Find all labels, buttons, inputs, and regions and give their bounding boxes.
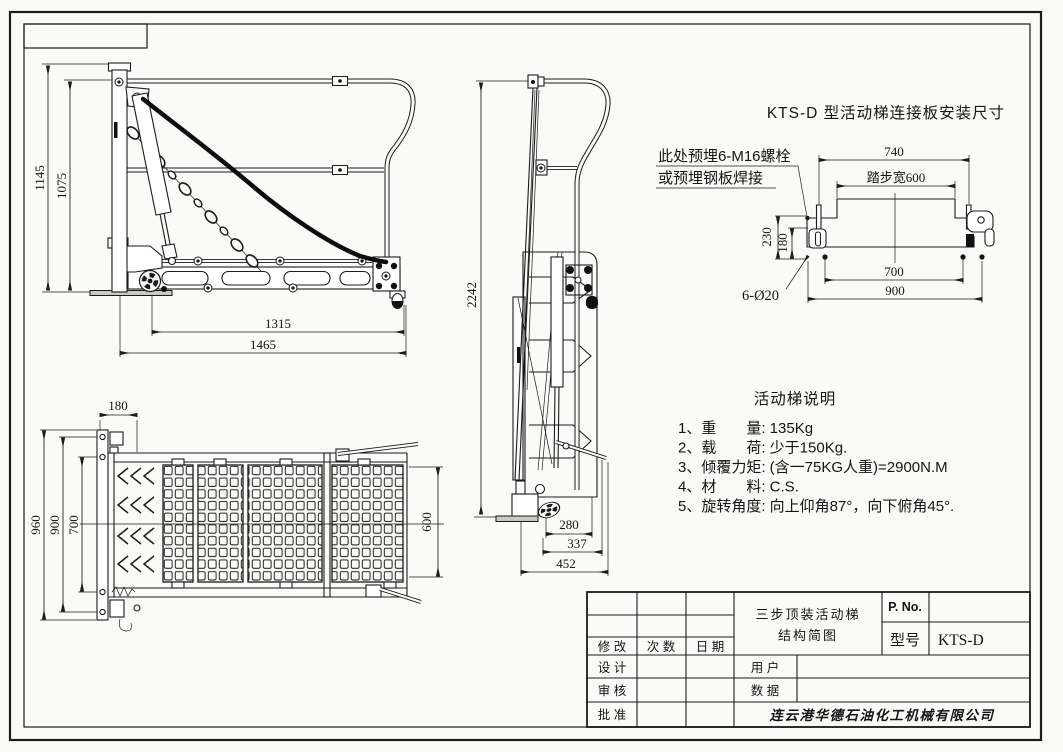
top-view-dimensions: 180 960 900 700 600 <box>28 398 443 621</box>
side-view-structure <box>89 62 416 310</box>
pno-label: P. No. <box>888 600 922 614</box>
spec-item-2: 2、载 荷: 少于150Kg. <box>678 440 847 457</box>
data-label: 数 据 <box>751 683 779 698</box>
folded-view-structure <box>495 74 611 522</box>
dim-280-text: 280 <box>559 517 579 532</box>
approve-label: 批 准 <box>598 707 626 722</box>
top-view: 180 960 900 700 600 <box>28 398 444 632</box>
step-panels <box>162 464 404 583</box>
user-label: 用 户 <box>751 660 779 675</box>
outer-border <box>8 10 1043 742</box>
dim-700-text: 700 <box>66 515 81 535</box>
dim-180-text: 180 <box>775 233 790 253</box>
date-label: 日 期 <box>696 640 724 654</box>
spec-item-5: 5、旋转角度: 向上仰角87°，向下俯角45°. <box>678 498 954 515</box>
drawing-title-line2: 结构简图 <box>778 628 838 643</box>
dim-337-text: 337 <box>567 536 587 551</box>
times-label: 次 数 <box>647 639 676 654</box>
dim-600-text: 600 <box>419 512 434 532</box>
side-view-dimensions: 1145 1075 1315 1465 <box>32 63 407 357</box>
spec-title: 活动梯说明 <box>754 390 837 408</box>
spec-item-3: 3、倾覆力矩: (含一75KG人重)=2900N.M <box>678 459 948 476</box>
gas-spring <box>125 86 178 266</box>
modify-label: 修 改 <box>598 639 627 654</box>
dim-step-width-text: 踏步宽600 <box>867 170 926 185</box>
note-line2: 或预埋钢板焊接 <box>658 169 763 187</box>
side-view: 1145 1075 1315 1465 <box>32 62 416 357</box>
spec-item-1: 1、重 量: 135Kg <box>678 420 813 437</box>
dim-2242-text: 2242 <box>464 282 479 308</box>
title-block: 修 改 次 数 日 期 设 计 审 核 批 准 三步顶装活动梯 结构简图 P. … <box>586 591 1031 728</box>
fold-mark-box <box>23 23 148 49</box>
dim-1465-text: 1465 <box>250 337 276 352</box>
dim-1075-text: 1075 <box>54 173 69 199</box>
dim-1315-text: 1315 <box>265 316 291 331</box>
inner-border <box>23 23 1031 728</box>
dim-900-text: 900 <box>47 515 62 535</box>
company-name: 连云港华德石油化工机械有限公司 <box>770 708 995 723</box>
folded-view: 2242 280 337 452 <box>464 74 611 576</box>
dim-452-text: 452 <box>556 556 576 571</box>
model-label: 型号 <box>890 632 920 649</box>
design-label: 设 计 <box>598 660 626 675</box>
top-view-structure <box>80 429 444 632</box>
dim-900b-text: 900 <box>885 283 905 298</box>
dim-230-text: 230 <box>759 227 774 247</box>
dim-1145-text: 1145 <box>32 165 47 191</box>
folded-view-dimensions: 2242 280 337 452 <box>464 80 609 576</box>
detail-title: KTS-D 型活动梯连接板安装尺寸 <box>767 104 1005 122</box>
spec-item-4: 4、材 料: C.S. <box>678 479 799 496</box>
plate-structure <box>806 193 995 263</box>
dim-960-text: 960 <box>28 515 43 535</box>
chevron-tread <box>117 467 155 573</box>
spec-notes: 活动梯说明 1、重 量: 135Kg 2、载 荷: 少于150Kg. 3、倾覆力… <box>678 390 954 515</box>
model-value: KTS-D <box>938 632 984 649</box>
cable <box>140 96 389 265</box>
plate-detail-dimensions: 740 踏步宽600 230 180 700 900 6-Ø20 <box>742 144 983 304</box>
dim-700b-text: 700 <box>884 264 904 279</box>
dim-holes-text: 6-Ø20 <box>742 288 779 304</box>
embed-note: 此处预埋6-M16螺栓 或预埋钢板焊接 <box>656 148 810 221</box>
dim-740-text: 740 <box>884 144 904 159</box>
drawing-title-line1: 三步顶装活动梯 <box>755 607 860 622</box>
dim-180-top-text: 180 <box>108 398 128 413</box>
check-label: 审 核 <box>598 683 627 698</box>
plate-detail-view: KTS-D 型活动梯连接板安装尺寸 此处预埋6-M16螺栓 或预埋钢板焊接 <box>656 104 1005 304</box>
note-line1: 此处预埋6-M16螺栓 <box>658 148 791 165</box>
sheet-frame <box>8 10 1043 742</box>
